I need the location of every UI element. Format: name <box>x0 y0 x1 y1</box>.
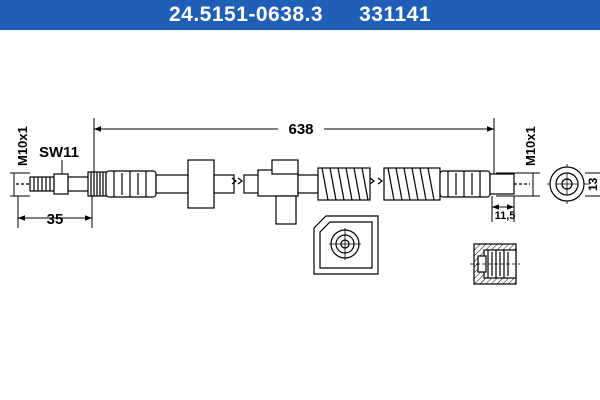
end-view <box>547 164 590 204</box>
end-diameter-label: 13 <box>586 177 600 191</box>
left-thread-dimension: M10x1 <box>10 126 30 197</box>
wrench-size-label: SW11 <box>39 144 79 161</box>
part-number: 24.5151-0638.3 <box>168 3 324 26</box>
length-dimension: 638 <box>93 118 495 178</box>
right-width-label: 11,5 <box>495 210 516 222</box>
port-section-detail <box>470 243 520 285</box>
right-thread-label: M10x1 <box>523 126 538 166</box>
reference-number: 331141 <box>359 3 432 26</box>
right-thread-dimension: M10x1 <box>496 126 540 197</box>
bracket-detail <box>313 215 379 275</box>
length-label: 638 <box>288 121 313 138</box>
left-fitting <box>16 171 107 197</box>
right-width-dimension: 11,5 <box>491 196 516 222</box>
end-diameter-dimension: 13 <box>585 172 600 197</box>
title-bar: 24.5151-0638.3 331141 <box>0 0 600 30</box>
left-thread-label: M10x1 <box>15 126 30 166</box>
hose-body <box>105 159 530 225</box>
left-offset-dimension: 35 <box>17 196 93 228</box>
left-offset-label: 35 <box>47 211 64 228</box>
